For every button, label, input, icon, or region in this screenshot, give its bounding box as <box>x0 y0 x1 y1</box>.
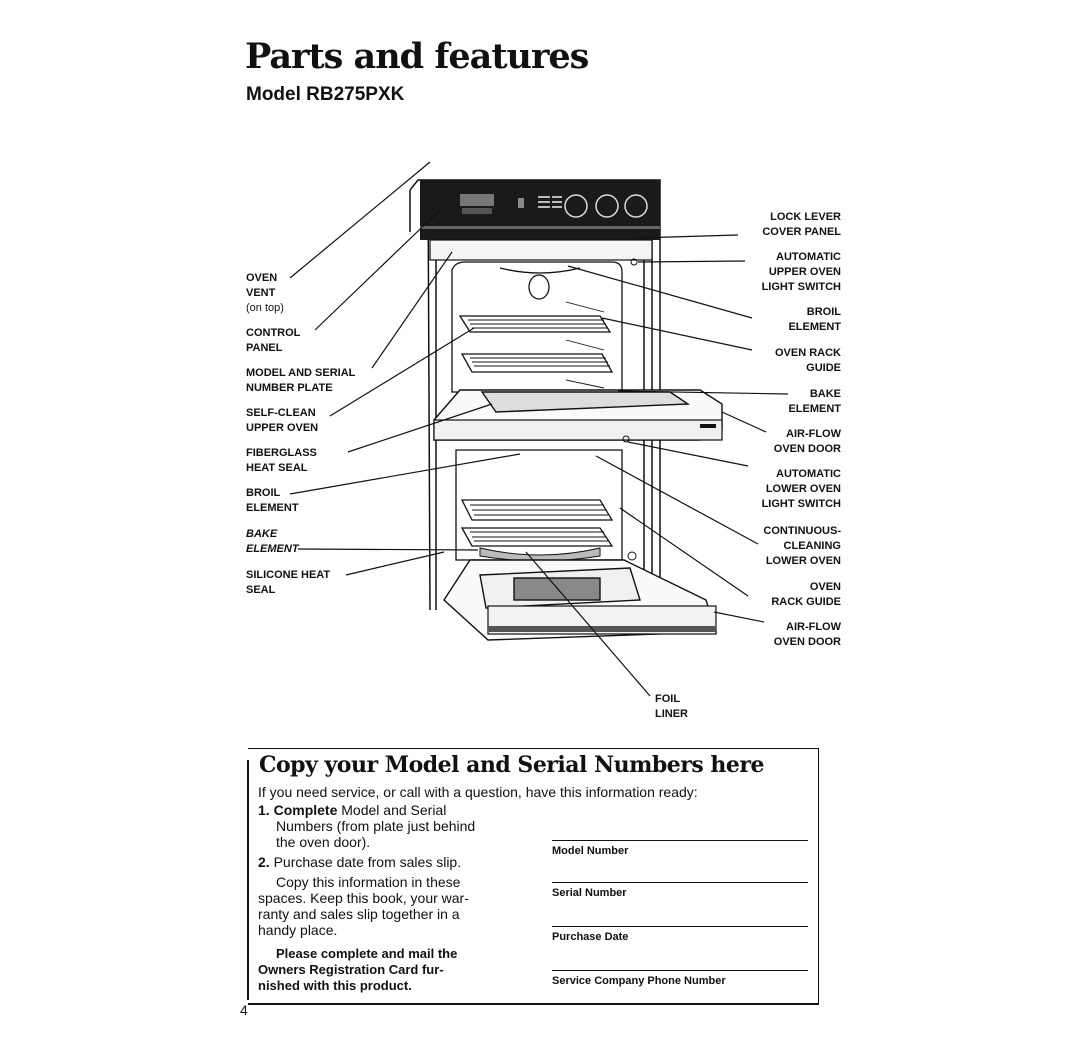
control-panel-shape <box>420 180 660 240</box>
label-foil-liner: FOIL LINER <box>655 693 688 720</box>
label-oven-vent: OVEN VENT (on top) <box>246 272 284 314</box>
record-box <box>248 748 819 1005</box>
label-bake-element-right: BAKE ELEMENT <box>788 388 841 415</box>
label-lower-light-switch: AUTOMATIC LOWER OVEN LIGHT SWITCH <box>761 468 841 510</box>
label-oven-rack-guide-lower: OVEN RACK GUIDE <box>771 581 841 608</box>
label-self-clean-upper: SELF-CLEAN UPPER OVEN <box>246 407 319 434</box>
serial-number-line[interactable] <box>552 882 808 883</box>
record-box-title: Copy your Model and Serial Numbers here <box>259 752 765 778</box>
knob-3 <box>624 194 648 218</box>
label-control-panel: CONTROL PANEL <box>246 327 301 354</box>
knob-1 <box>564 194 588 218</box>
purchase-date-line[interactable] <box>552 926 808 927</box>
page-title: Parts and features <box>245 36 589 77</box>
step-1: 1. Complete Model and Serial Numbers (fr… <box>258 802 476 850</box>
serial-number-label: Serial Number <box>552 887 627 899</box>
label-silicone-seal: SILICONE HEAT SEAL <box>246 569 331 596</box>
model-number-line[interactable] <box>552 840 808 841</box>
step-2: 2. Purchase date from sales slip. <box>258 854 462 870</box>
label-broil-element-right: BROIL ELEMENT <box>788 306 841 333</box>
service-phone-line[interactable] <box>552 970 808 971</box>
label-upper-light-switch: AUTOMATIC UPPER OVEN LIGHT SWITCH <box>761 251 841 293</box>
copy-instructions: Copy this information in these spaces. K… <box>258 874 469 938</box>
label-broil-element-left: BROIL ELEMENT <box>246 487 299 514</box>
service-phone-label: Service Company Phone Number <box>552 975 726 987</box>
label-air-flow-door-upper: AIR-FLOW OVEN DOOR <box>773 428 841 455</box>
page-number: 4 <box>240 1002 248 1018</box>
record-box-intro: If you need service, or call with a ques… <box>258 784 698 800</box>
purchase-date-label: Purchase Date <box>552 931 629 943</box>
label-bake-element-left: BAKE ELEMENT <box>246 528 299 555</box>
label-lock-lever: LOCK LEVER COVER PANEL <box>762 211 841 238</box>
label-oven-rack-guide-upper: OVEN RACK GUIDE <box>774 347 841 374</box>
record-box-left-rule <box>247 760 249 1000</box>
label-air-flow-door-lower: AIR-FLOW OVEN DOOR <box>773 621 841 648</box>
model-subtitle: Model RB275PXK <box>246 84 405 105</box>
label-fiberglass-seal: FIBERGLASS HEAT SEAL <box>246 447 317 474</box>
label-model-serial-plate: MODEL AND SERIAL NUMBER PLATE <box>246 367 356 394</box>
mail-notice: Please complete and mail the Owners Regi… <box>258 946 458 993</box>
model-number-label: Model Number <box>552 845 629 857</box>
label-continuous-cleaning: CONTINUOUS- CLEANING LOWER OVEN <box>763 525 841 567</box>
knob-2 <box>595 194 619 218</box>
